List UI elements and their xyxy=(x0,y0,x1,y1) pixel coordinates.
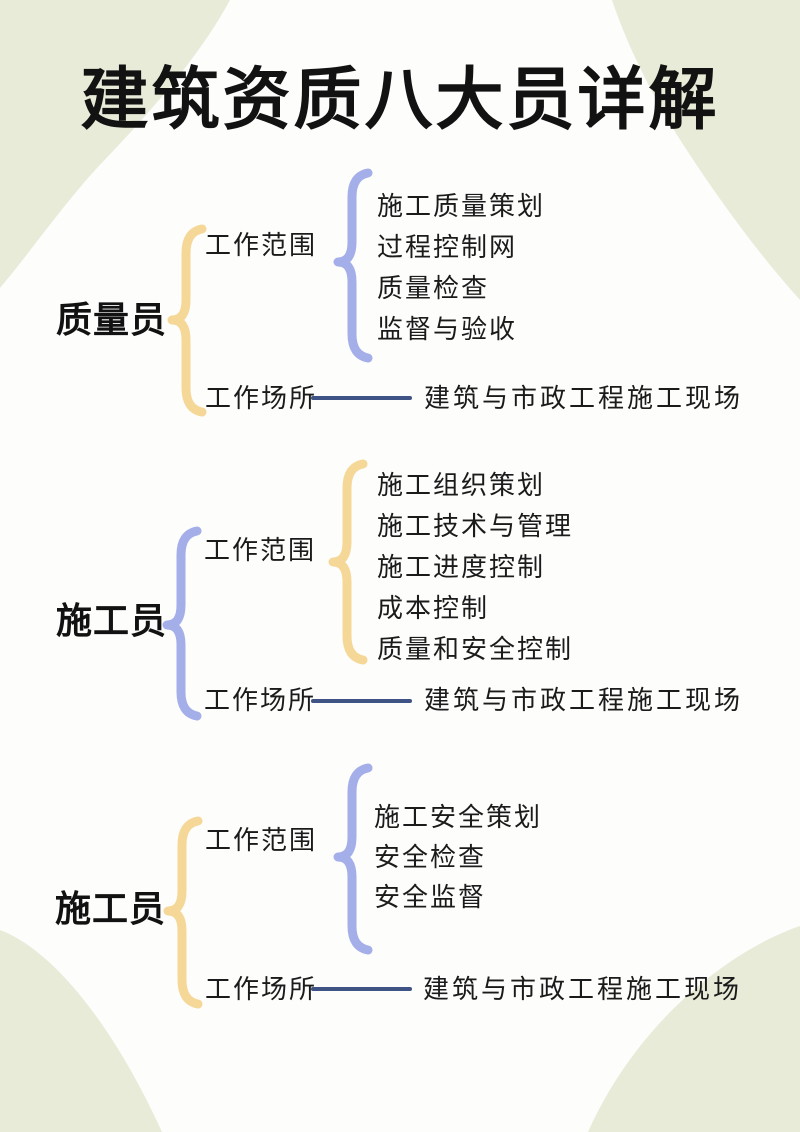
scope-label-section3: 工作范围 xyxy=(205,826,318,856)
role-label-section1: 质量员 xyxy=(56,300,168,341)
place-label-section2: 工作场所 xyxy=(204,686,317,716)
role-label-section3: 施工员 xyxy=(55,889,167,930)
brace-section1-outer xyxy=(167,224,207,417)
brace-section3-outer xyxy=(163,816,203,1009)
scope-label-section2: 工作范围 xyxy=(204,536,317,566)
scope-item: 安全监督 xyxy=(374,882,487,913)
brace-section2-outer xyxy=(162,526,202,721)
brace-section3-inner xyxy=(333,763,373,955)
scope-item: 监督与验收 xyxy=(377,315,518,345)
place-label-section1: 工作场所 xyxy=(205,384,318,414)
scope-items-section1: 施工质量策划 过程控制网 质量检查 监督与验收 xyxy=(377,184,545,348)
brace-section2-inner xyxy=(328,459,368,665)
place-value-section2: 建筑与市政工程施工现场 xyxy=(424,686,744,716)
scope-item: 成本控制 xyxy=(377,594,490,624)
place-value-section1: 建筑与市政工程施工现场 xyxy=(424,384,744,414)
place-label-section3: 工作场所 xyxy=(205,975,318,1005)
role-label-section2: 施工员 xyxy=(56,601,168,642)
brace-section1-inner xyxy=(333,168,373,363)
scope-item: 质量和安全控制 xyxy=(377,635,574,665)
page-title: 建筑资质八大员详解 xyxy=(80,61,720,140)
scope-item: 施工安全策划 xyxy=(374,802,543,833)
scope-item: 施工进度控制 xyxy=(377,553,546,583)
place-value-section3: 建筑与市政工程施工现场 xyxy=(423,975,743,1005)
scope-item: 质量检查 xyxy=(377,274,490,304)
scope-item: 过程控制网 xyxy=(377,233,518,263)
scope-items-section3: 施工安全策划 安全检查 安全监督 xyxy=(374,795,542,915)
scope-item: 施工组织策划 xyxy=(377,471,546,501)
scope-items-section2: 施工组织策划 施工技术与管理 施工进度控制 成本控制 质量和安全控制 xyxy=(377,463,573,668)
scope-label-section1: 工作范围 xyxy=(205,231,318,261)
scope-item: 施工质量策划 xyxy=(377,192,546,222)
scope-item: 安全检查 xyxy=(374,842,487,873)
scope-item: 施工技术与管理 xyxy=(377,512,574,542)
